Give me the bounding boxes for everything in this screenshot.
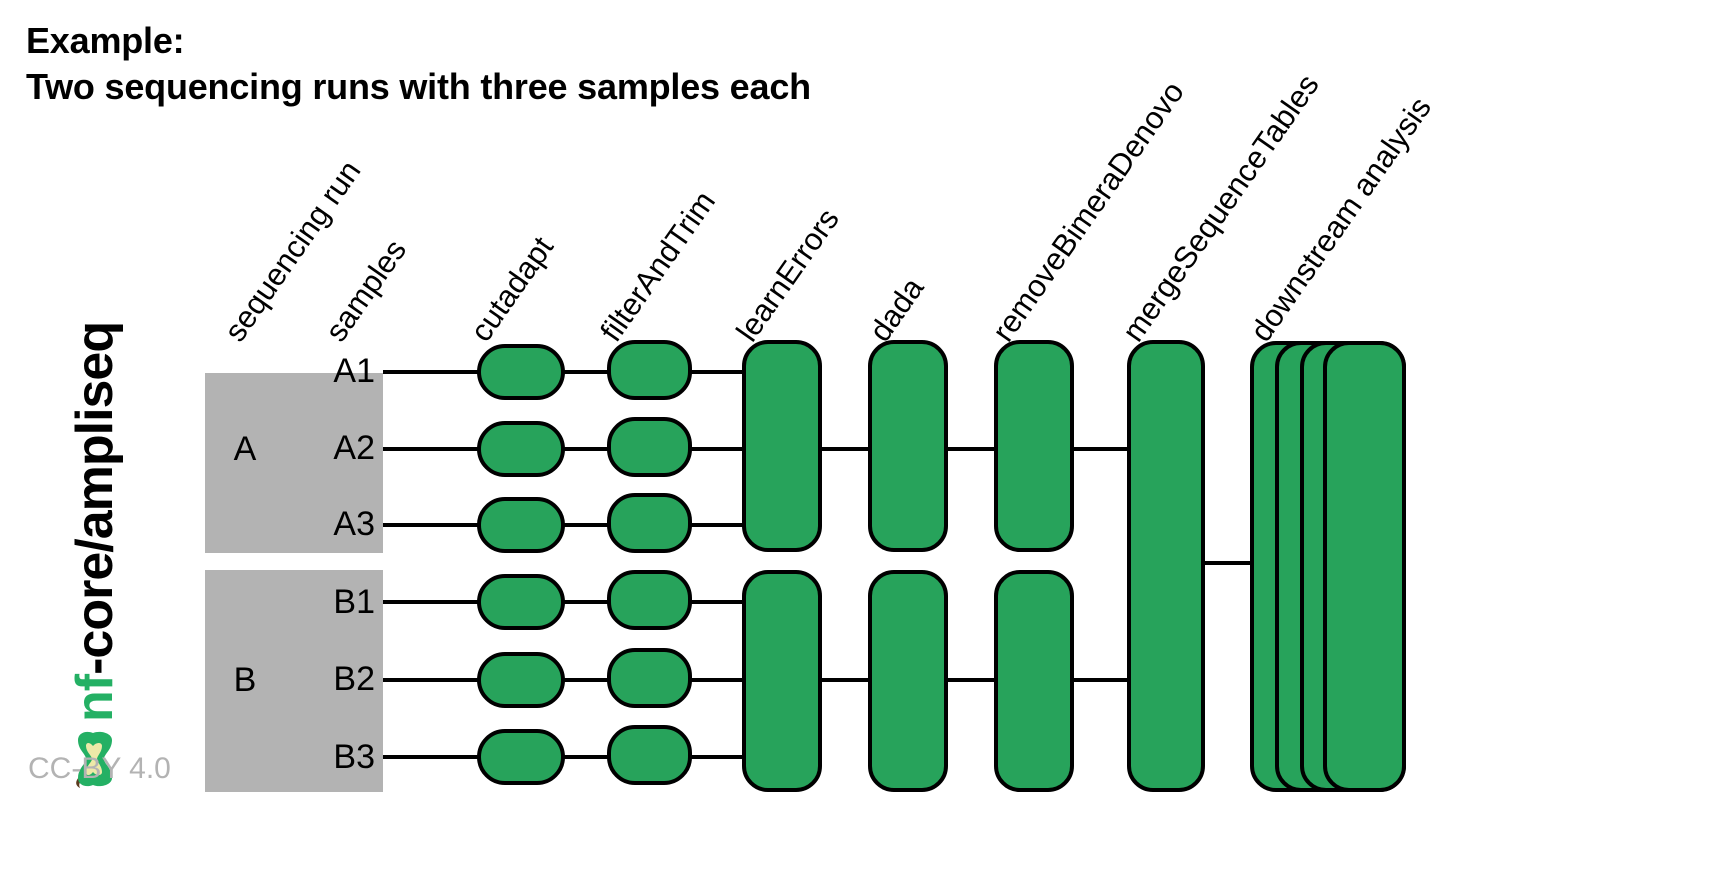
edge-a2-cutadapt <box>383 447 481 451</box>
process-filterandtrim-b1[interactable] <box>607 570 692 630</box>
run-box-a <box>205 373 383 553</box>
edge-a1-cutadapt <box>383 370 481 374</box>
edge-removebimera-merge-a <box>1069 447 1131 451</box>
license-text: CC-BY 4.0 <box>28 752 171 785</box>
edge-filterandtrim-learnerrors-b3 <box>688 755 746 759</box>
run-label-b: B <box>233 661 257 699</box>
column-header-filterandtrim: filterAndTrim <box>593 184 723 348</box>
edge-filterandtrim-learnerrors-b2 <box>688 678 746 682</box>
process-filterandtrim-a2[interactable] <box>607 417 692 477</box>
column-header-cutadapt: cutadapt <box>463 230 561 348</box>
edge-removebimera-merge-b <box>1069 678 1131 682</box>
nf-core-logo: nf-core/ampliseq <box>30 322 160 790</box>
nf-core-apple-icon <box>68 728 122 790</box>
edge-cutadapt-filterandtrim-b3 <box>561 755 611 759</box>
sample-label-a3: A3 <box>333 505 375 543</box>
process-cutadapt-b2[interactable] <box>477 652 565 708</box>
column-header-learnerrors: learnErrors <box>729 202 846 348</box>
column-header-samples: samples <box>318 233 414 348</box>
edge-cutadapt-filterandtrim-b1 <box>561 600 611 604</box>
process-filterandtrim-b3[interactable] <box>607 725 692 785</box>
process-cutadapt-b1[interactable] <box>477 574 565 630</box>
process-filterandtrim-a3[interactable] <box>607 493 692 553</box>
edge-b1-cutadapt <box>383 600 481 604</box>
page-title: Example: Two sequencing runs with three … <box>26 20 811 107</box>
process-cutadapt-a2[interactable] <box>477 421 565 477</box>
edge-merge-downstream <box>1201 561 1255 565</box>
process-cutadapt-a3[interactable] <box>477 497 565 553</box>
logo-org-prefix: nf <box>66 674 124 722</box>
sample-label-a2: A2 <box>333 429 375 467</box>
sample-label-b3: B3 <box>333 738 375 776</box>
edge-filterandtrim-learnerrors-a2 <box>688 447 746 451</box>
edge-dada-removebimera-b <box>943 678 997 682</box>
edge-b3-cutadapt <box>383 755 481 759</box>
edge-dada-removebimera-a <box>943 447 997 451</box>
edge-learnerrors-dada-b <box>816 678 872 682</box>
process-cutadapt-a1[interactable] <box>477 344 565 400</box>
column-header-dada: dada <box>862 271 931 348</box>
edge-filterandtrim-learnerrors-a1 <box>688 370 746 374</box>
edge-a3-cutadapt <box>383 523 481 527</box>
sample-label-b1: B1 <box>333 583 375 621</box>
sample-label-a1: A1 <box>333 352 375 390</box>
logo-pipeline-name: ampliseq <box>66 321 124 540</box>
edge-filterandtrim-learnerrors-b1 <box>688 600 746 604</box>
process-cutadapt-b3[interactable] <box>477 729 565 785</box>
edge-cutadapt-filterandtrim-b2 <box>561 678 611 682</box>
logo-org-suffix: -core/ <box>66 539 124 675</box>
edge-cutadapt-filterandtrim-a1 <box>561 370 611 374</box>
process-dada-b[interactable] <box>868 570 948 792</box>
run-label-a: A <box>233 430 257 468</box>
process-filterandtrim-b2[interactable] <box>607 648 692 708</box>
process-removebimeradenovo-b[interactable] <box>994 570 1074 792</box>
process-learnerrors-b[interactable] <box>742 570 822 792</box>
process-dada-a[interactable] <box>868 340 948 552</box>
run-box-b <box>205 570 383 792</box>
process-filterandtrim-a1[interactable] <box>607 340 692 400</box>
edge-cutadapt-filterandtrim-a3 <box>561 523 611 527</box>
process-mergesequencetables[interactable] <box>1127 340 1205 792</box>
process-learnerrors-a[interactable] <box>742 340 822 552</box>
edge-b2-cutadapt <box>383 678 481 682</box>
process-downstream-analysis-1[interactable] <box>1323 341 1406 792</box>
edge-learnerrors-dada-a <box>816 447 872 451</box>
process-removebimeradenovo-a[interactable] <box>994 340 1074 552</box>
sample-label-b2: B2 <box>333 660 375 698</box>
edge-filterandtrim-learnerrors-a3 <box>688 523 746 527</box>
edge-cutadapt-filterandtrim-a2 <box>561 447 611 451</box>
